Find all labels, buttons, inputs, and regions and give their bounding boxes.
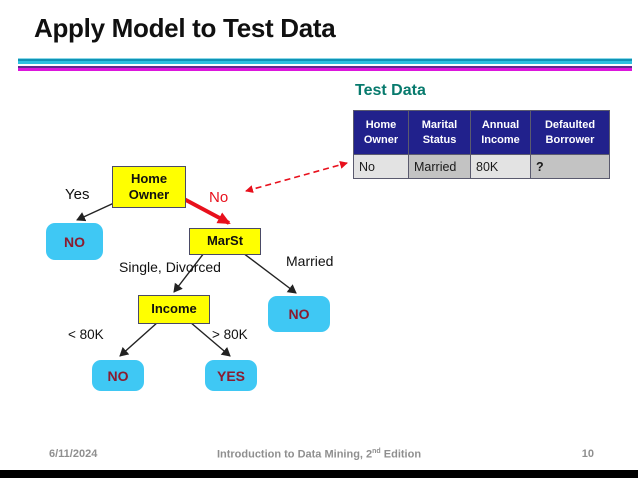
test-record-dashed-arrow — [245, 161, 348, 193]
tree-leaf-no-married: NO — [268, 296, 330, 332]
test-data-heading: Test Data — [355, 82, 426, 99]
edge-yes-line — [76, 202, 115, 222]
tree-node-income: Income — [138, 295, 210, 324]
footer-course-title: Introduction to Data Mining, 2nd Edition — [216, 448, 422, 461]
col-header-annual-income: Annual Income — [470, 110, 531, 155]
tree-node-home-owner: Home Owner — [112, 166, 186, 208]
tree-leaf-no-lt80k: NO — [92, 360, 144, 391]
cell-annual-income: 80K — [470, 154, 531, 179]
col-header-home-owner: Home Owner — [353, 110, 409, 155]
cell-home-owner: No — [353, 154, 409, 179]
title-divider — [18, 58, 632, 71]
edge-lt80k-line — [119, 321, 159, 357]
slide-title: Apply Model to Test Data — [34, 13, 336, 43]
edge-label-lt80k: < 80K — [68, 327, 104, 342]
edge-label-yes: Yes — [65, 186, 90, 203]
divider-cyan-line — [18, 58, 632, 64]
footer-course-superscript: nd — [372, 448, 381, 455]
tree-leaf-no-left: NO — [46, 223, 103, 260]
edge-label-no: No — [209, 189, 229, 206]
cell-defaulted-borrower: ? — [530, 154, 610, 179]
footer-page-number: 10 — [581, 448, 594, 460]
cell-marital-status: Married — [408, 154, 471, 179]
test-data-table: Home Owner Marital Status Annual Income … — [353, 110, 610, 179]
bottom-black-bar — [0, 470, 638, 478]
edge-label-single-divorced: Single, Divorced — [119, 259, 221, 275]
edge-label-married: Married — [286, 253, 334, 269]
tree-leaf-yes: YES — [205, 360, 257, 391]
divider-magenta-line — [18, 66, 632, 71]
table-header-row: Home Owner Marital Status Annual Income … — [353, 110, 610, 155]
footer-date: 6/11/2024 — [49, 448, 98, 460]
table-data-row: No Married 80K ? — [353, 154, 610, 179]
col-header-defaulted-borrower: Defaulted Borrower — [530, 110, 610, 155]
col-header-marital-status: Marital Status — [408, 110, 471, 155]
tree-node-marst: MarSt — [189, 228, 261, 255]
edge-label-gt80k: > 80K — [212, 327, 248, 342]
